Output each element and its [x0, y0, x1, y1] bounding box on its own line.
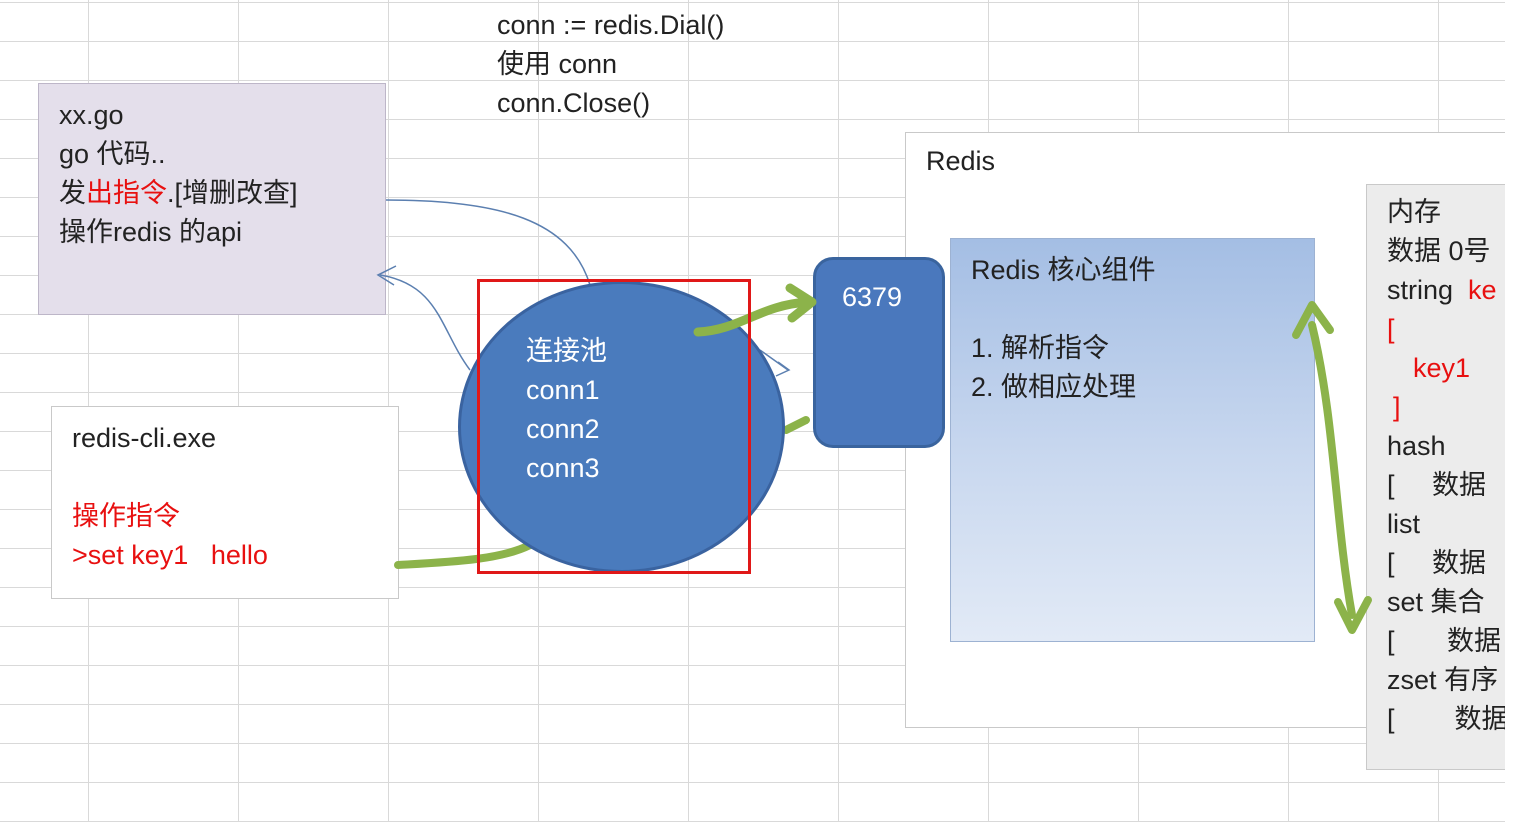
pool-to-go-arrowhead: [376, 265, 397, 286]
core-title: Redis 核心组件: [971, 255, 1156, 285]
cli-command: >set key1 hello: [72, 540, 268, 570]
pool-to-port-arrowhead: [785, 283, 817, 323]
pool-conn-1: conn1: [526, 375, 600, 405]
mem-zset: zset 有序: [1387, 665, 1499, 695]
redis-title: Redis: [926, 146, 996, 176]
mem-string-key: ke: [1468, 275, 1497, 305]
core-memory-double-arrow: [1308, 321, 1356, 619]
connection-code-note: conn := redis.Dial() 使用 conn conn.Close(…: [497, 6, 724, 123]
pool-to-port-lower-arrow: [782, 416, 810, 434]
pool-title: 连接池: [526, 336, 607, 366]
send-command-red: 出指令: [86, 178, 167, 208]
cli-title: redis-cli.exe: [72, 423, 217, 453]
pool-to-port-thin-arrow: [759, 349, 791, 377]
port-label: 6379: [842, 282, 903, 312]
mem-set: set 集合: [1387, 587, 1485, 617]
port-6379-box: 6379: [813, 257, 945, 448]
mem-hash-data: [ 数据: [1387, 470, 1487, 500]
go-api-label: 操作redis 的api: [59, 217, 243, 247]
pool-highlight-frame: [477, 279, 751, 574]
cli-to-pool-arrow: [394, 541, 534, 569]
mem-string-label: string: [1387, 275, 1454, 305]
send-prefix: 发: [59, 178, 86, 208]
cli-command-label: 操作指令: [72, 501, 180, 531]
mem-open-bracket: [: [1387, 314, 1395, 344]
mem-key1: key1: [1413, 353, 1471, 383]
mem-hash: hash: [1387, 431, 1446, 461]
double-arrow-head-top: [1292, 301, 1334, 339]
go-code-label: go 代码..: [59, 139, 166, 169]
mem-title: 内存: [1387, 197, 1441, 227]
memory-box: 内存 数据 0号 string ke [ key1 ] hash [ 数据 li…: [1366, 184, 1522, 770]
crud-label: .[增删改查]: [167, 178, 298, 208]
core-step-handle: 2. 做相应处理: [971, 372, 1137, 402]
double-arrow-head-bottom: [1334, 596, 1372, 634]
mem-db0: 数据 0号: [1387, 236, 1491, 266]
code-line-close: conn.Close(): [497, 88, 651, 118]
go-to-pool-curve: [385, 199, 591, 286]
mem-list: list: [1387, 509, 1420, 539]
mem-set-data: [ 数据: [1387, 626, 1502, 656]
code-line-dial: conn := redis.Dial(): [497, 10, 725, 40]
redis-core-box: Redis 核心组件 1. 解析指令 2. 做相应处理: [950, 238, 1315, 642]
pool-to-go-curve: [379, 274, 471, 371]
code-line-use: 使用 conn: [497, 49, 618, 79]
core-step-parse: 1. 解析指令: [971, 333, 1110, 363]
mem-zset-data: [ 数据: [1387, 704, 1509, 734]
go-send-command: 发出指令.[增删改查]: [59, 174, 385, 213]
connection-pool-labels: 连接池 conn1 conn2 conn3: [526, 332, 607, 488]
mem-close-bracket: ]: [1393, 392, 1401, 422]
right-margin: [1505, 0, 1522, 822]
pool-conn-3: conn3: [526, 453, 600, 483]
mem-list-data: [ 数据: [1387, 548, 1487, 578]
pool-conn-2: conn2: [526, 414, 600, 444]
go-filename: xx.go: [59, 100, 124, 130]
mem-string: string ke: [1387, 271, 1522, 310]
redis-cli-box: redis-cli.exe 操作指令 >set key1 hello: [51, 406, 399, 599]
go-program-box: xx.go go 代码.. 发出指令.[增删改查] 操作redis 的api: [38, 83, 386, 315]
